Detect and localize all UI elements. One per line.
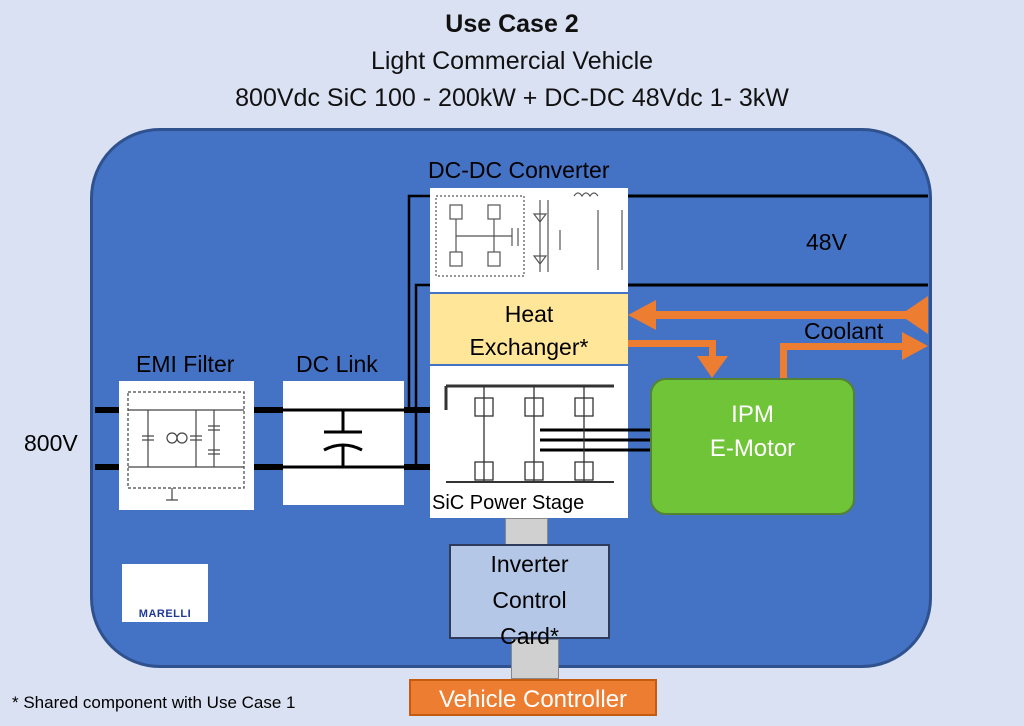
coolant-arrowhead-left — [628, 300, 656, 330]
motor-phase-lines — [540, 428, 650, 452]
icc-label-2: Control — [492, 587, 567, 613]
dc-link-label: DC Link — [296, 351, 378, 377]
connector-bottom — [511, 639, 559, 679]
emi-filter-label: EMI Filter — [136, 351, 235, 377]
hv-bus — [95, 407, 430, 470]
vehicle-controller-box: Vehicle Controller — [409, 679, 657, 716]
coolant-arrowhead-down — [697, 356, 728, 378]
dc-link-capacitor — [283, 408, 404, 469]
ipm-label-2: E-Motor — [709, 435, 796, 462]
icc-label-3: Card* — [500, 623, 559, 649]
heat-exchanger-label-1: Heat — [504, 301, 554, 327]
coolant-out-h — [780, 343, 904, 350]
sic-power-stage-label: SiC Power Stage — [432, 492, 585, 514]
ipm-emotor-box: IPM E-Motor — [650, 378, 855, 515]
heat-exchanger-box: Heat Exchanger* — [430, 294, 628, 364]
coolant-arrowhead-right — [902, 332, 928, 360]
icc-label-1: Inverter — [490, 551, 569, 577]
sic-power-stage-box — [430, 366, 628, 518]
coolant-to-motor-h — [628, 340, 716, 347]
diagram-subtitle: Light Commercial Vehicle — [370, 47, 654, 75]
dcdc-label: DC-DC Converter — [428, 157, 610, 183]
coolant-out-v — [780, 343, 787, 378]
diagram-spec: 800Vdc SiC 100 - 200kW + DC-DC 48Vdc 1- … — [235, 84, 789, 112]
dc-link-box — [283, 381, 404, 505]
coolant-label: Coolant — [804, 318, 884, 344]
footnote: * Shared component with Use Case 1 — [12, 693, 296, 712]
coolant-in-shaft — [652, 311, 928, 319]
coolant-arrowhead-inlet — [900, 296, 928, 334]
coolant-to-motor-v — [709, 340, 716, 358]
48v-label: 48V — [806, 229, 847, 255]
dcdc-box — [430, 188, 628, 292]
connector-top — [505, 518, 548, 545]
emi-filter-box — [119, 381, 254, 510]
sic-power-stage-schematic — [444, 384, 614, 483]
lv-48v-bus — [628, 194, 928, 287]
ipm-label-1: IPM — [731, 401, 774, 428]
coolant-arrows — [628, 296, 928, 378]
marelli-logo-text: MARELLI — [138, 608, 192, 620]
dcdc-tap — [404, 194, 430, 469]
inverter-control-card-box: Inverter Control Card* — [449, 544, 610, 649]
800v-label: 800V — [24, 430, 78, 456]
emi-filter-schematic — [127, 391, 245, 501]
diagram-title: Use Case 2 — [445, 10, 579, 38]
marelli-logo: MARELLI — [122, 564, 208, 622]
heat-exchanger-label-2: Exchanger* — [469, 334, 589, 360]
dcdc-schematic — [435, 192, 623, 277]
